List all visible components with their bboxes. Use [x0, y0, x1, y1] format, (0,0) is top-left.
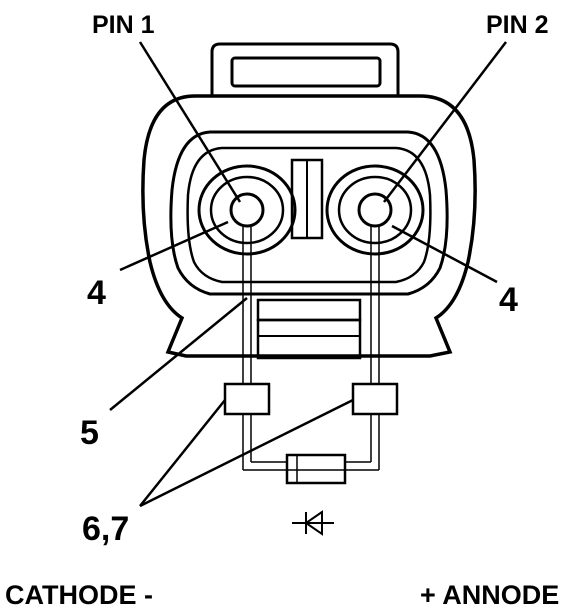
callout-4-right: 4: [499, 281, 518, 319]
callout-6-7: 6,7: [82, 510, 129, 548]
diode-icon: [292, 510, 334, 536]
cathode-label: CATHODE -: [5, 580, 153, 610]
callout-5: 5: [80, 414, 99, 452]
pin-1-cavity: [197, 164, 297, 256]
connector-latch: [210, 42, 400, 96]
anode-label: + ANNODE: [420, 580, 559, 610]
callout-4-left: 4: [87, 274, 106, 312]
wires: [242, 226, 380, 471]
pin-1-label: PIN 1: [92, 11, 155, 39]
seal-box-left: [223, 382, 271, 416]
leader-lines: [109, 41, 507, 508]
pin-2-label: PIN 2: [486, 11, 549, 39]
seal-box-right: [351, 382, 399, 416]
pin-2-cavity: [325, 164, 425, 256]
connector-housing: [141, 94, 477, 360]
diode-component: [285, 453, 347, 485]
